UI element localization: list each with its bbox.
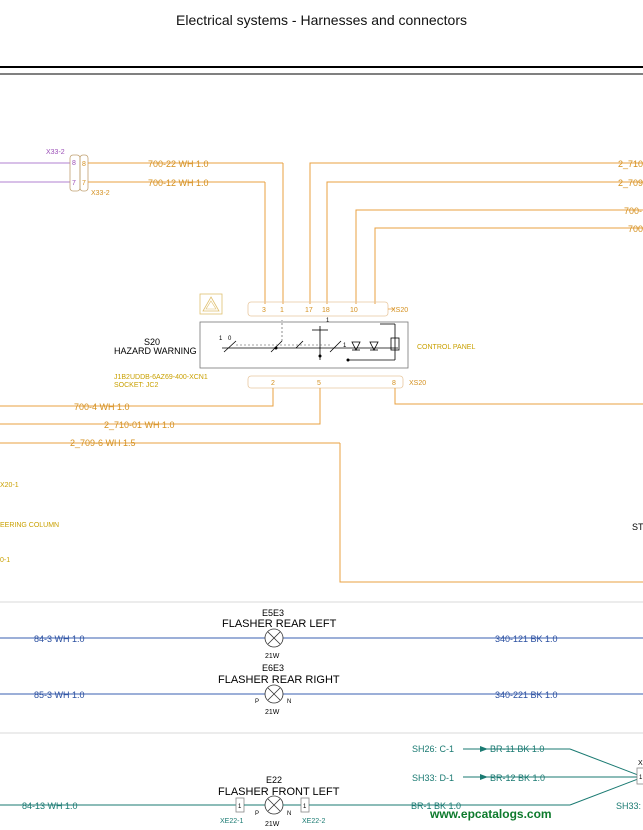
- flasher-rr-name: FLASHER REAR RIGHT: [218, 674, 340, 686]
- watermark: www.epcatalogs.com: [430, 807, 552, 821]
- flasher-fl-watt: 21W: [265, 821, 280, 828]
- flasher-fl-name: FLASHER FRONT LEFT: [218, 786, 340, 798]
- switch-part-number: J1B2UDDB-6AZ69-400-XCN1: [114, 374, 208, 381]
- pin-8-label: 8: [72, 160, 76, 167]
- wire-700b-label: 700: [628, 224, 643, 234]
- xe22-2-label: XE22-2: [302, 818, 325, 825]
- wire-700-22-label: 700-22 WH 1.0: [148, 159, 209, 169]
- x-conn-pin: 1: [639, 775, 643, 781]
- flasher-rr-p: P: [255, 699, 259, 705]
- wire-700a-label: 700-: [624, 206, 642, 216]
- flasher-rl-id: E5E3: [262, 608, 284, 618]
- x33-connector: X33-2 X33-2 8 7 8 7: [0, 149, 110, 197]
- wire-340-121-label: 340-121 BK 1.0: [495, 634, 558, 644]
- flasher-rr-n: N: [287, 699, 291, 705]
- wire-2-710-01-label: 2_710-01 WH 1.0: [104, 420, 175, 430]
- xe22-2-pin: 1: [303, 804, 307, 810]
- flasher-fl-id: E22: [266, 775, 282, 785]
- wire-2-709-label: 2_709: [618, 178, 643, 188]
- flasher-rear-right: E6E3 FLASHER REAR RIGHT P N 21W 85-3 WH …: [0, 663, 643, 716]
- wire-700-12-label: 700-12 WH 1.0: [148, 178, 209, 188]
- x0-1-label: 0-1: [0, 557, 10, 564]
- bottom-pin-2: 2: [271, 380, 275, 387]
- x-conn-label: X: [638, 760, 643, 767]
- switch-pos-1c: 1: [343, 343, 347, 349]
- sh33b-label: SH33:: [616, 801, 641, 811]
- wire-340-221-label: 340-221 BK 1.0: [495, 690, 558, 700]
- switch-body: [199, 321, 409, 369]
- xe22-1-label: XE22-1: [220, 818, 243, 825]
- pin-7-label: 7: [72, 180, 76, 187]
- x20-1-label: X20-1: [0, 482, 19, 489]
- bottom-pin-8: 8: [392, 380, 396, 387]
- x33-2-top-label: X33-2: [46, 149, 65, 156]
- shield-wires: SH26: C-1 BR-11 BK 1.0 SH33: D-1 BR-12 B…: [412, 744, 643, 811]
- wire-br-11-label: BR-11 BK 1.0: [490, 744, 544, 754]
- control-panel-label: CONTROL PANEL: [417, 344, 475, 351]
- pin-8b-label: 8: [82, 161, 86, 168]
- switch-pos-1: 1: [219, 336, 223, 342]
- top-pin-1: 1: [280, 307, 284, 314]
- flasher-front-left: E22 FLASHER FRONT LEFT P N 21W 1 1 XE22-…: [0, 775, 570, 828]
- wire-2-709-6-label: 2_709-6 WH 1.5: [70, 438, 136, 448]
- xs20-bottom-connector: [247, 375, 404, 389]
- switch-socket: SOCKET: JC2: [114, 382, 158, 389]
- steering-column-label: EERING COLUMN: [0, 522, 59, 529]
- switch-name: HAZARD WARNING: [114, 346, 197, 356]
- wire-br-1-label: BR-1 BK 1.0: [411, 801, 461, 811]
- wire-84-3-label: 84-3 WH 1.0: [34, 634, 85, 644]
- x33-2-bottom-label: X33-2: [91, 190, 110, 197]
- wire-700-4-label: 700-4 WH 1.0: [74, 402, 130, 412]
- wire-2-710-label: 2_710: [618, 159, 643, 169]
- flasher-fl-p: P: [255, 811, 259, 817]
- top-pin-3: 3: [262, 307, 266, 314]
- flasher-rl-name: FLASHER REAR LEFT: [222, 618, 337, 630]
- flasher-fl-n: N: [287, 811, 291, 817]
- top-pin-18: 18: [322, 307, 330, 314]
- flasher-rr-watt: 21W: [265, 709, 280, 716]
- wire-br-12-label: BR-12 BK 1.0: [490, 773, 545, 783]
- wire-84-13-label: 84-13 WH 1.0: [22, 801, 78, 811]
- mid-orange-wires: [0, 388, 643, 583]
- xs20-top-label: XS20: [391, 307, 408, 314]
- flasher-rr-id: E6E3: [262, 663, 284, 673]
- top-pin-17: 17: [305, 307, 313, 314]
- switch-id: S20: [144, 337, 160, 347]
- bottom-pin-5: 5: [317, 380, 321, 387]
- switch-pos-0: 0: [228, 336, 232, 342]
- flasher-rl-watt: 21W: [265, 653, 280, 660]
- wire-85-3-label: 85-3 WH 1.0: [34, 690, 85, 700]
- xs20-top-connector: [247, 301, 389, 317]
- flasher-rear-left: E5E3 FLASHER REAR LEFT 21W 84-3 WH 1.0 3…: [0, 608, 643, 660]
- top-pin-10: 10: [350, 307, 358, 314]
- page-title: Electrical systems - Harnesses and conne…: [176, 12, 467, 28]
- st-label: ST: [632, 522, 643, 532]
- hazard-warning-icon: [199, 293, 223, 315]
- xe22-1-pin: 1: [238, 804, 242, 810]
- sh26-label: SH26: C-1: [412, 744, 454, 754]
- top-orange-wires: [88, 162, 643, 304]
- sh33-label: SH33: D-1: [412, 773, 454, 783]
- pin-7b-label: 7: [82, 180, 86, 187]
- switch-pos-1b: 1: [326, 318, 330, 324]
- xs20-bottom-label: XS20: [409, 380, 426, 387]
- led-icon: [351, 337, 400, 351]
- switch-contacts: [222, 323, 398, 361]
